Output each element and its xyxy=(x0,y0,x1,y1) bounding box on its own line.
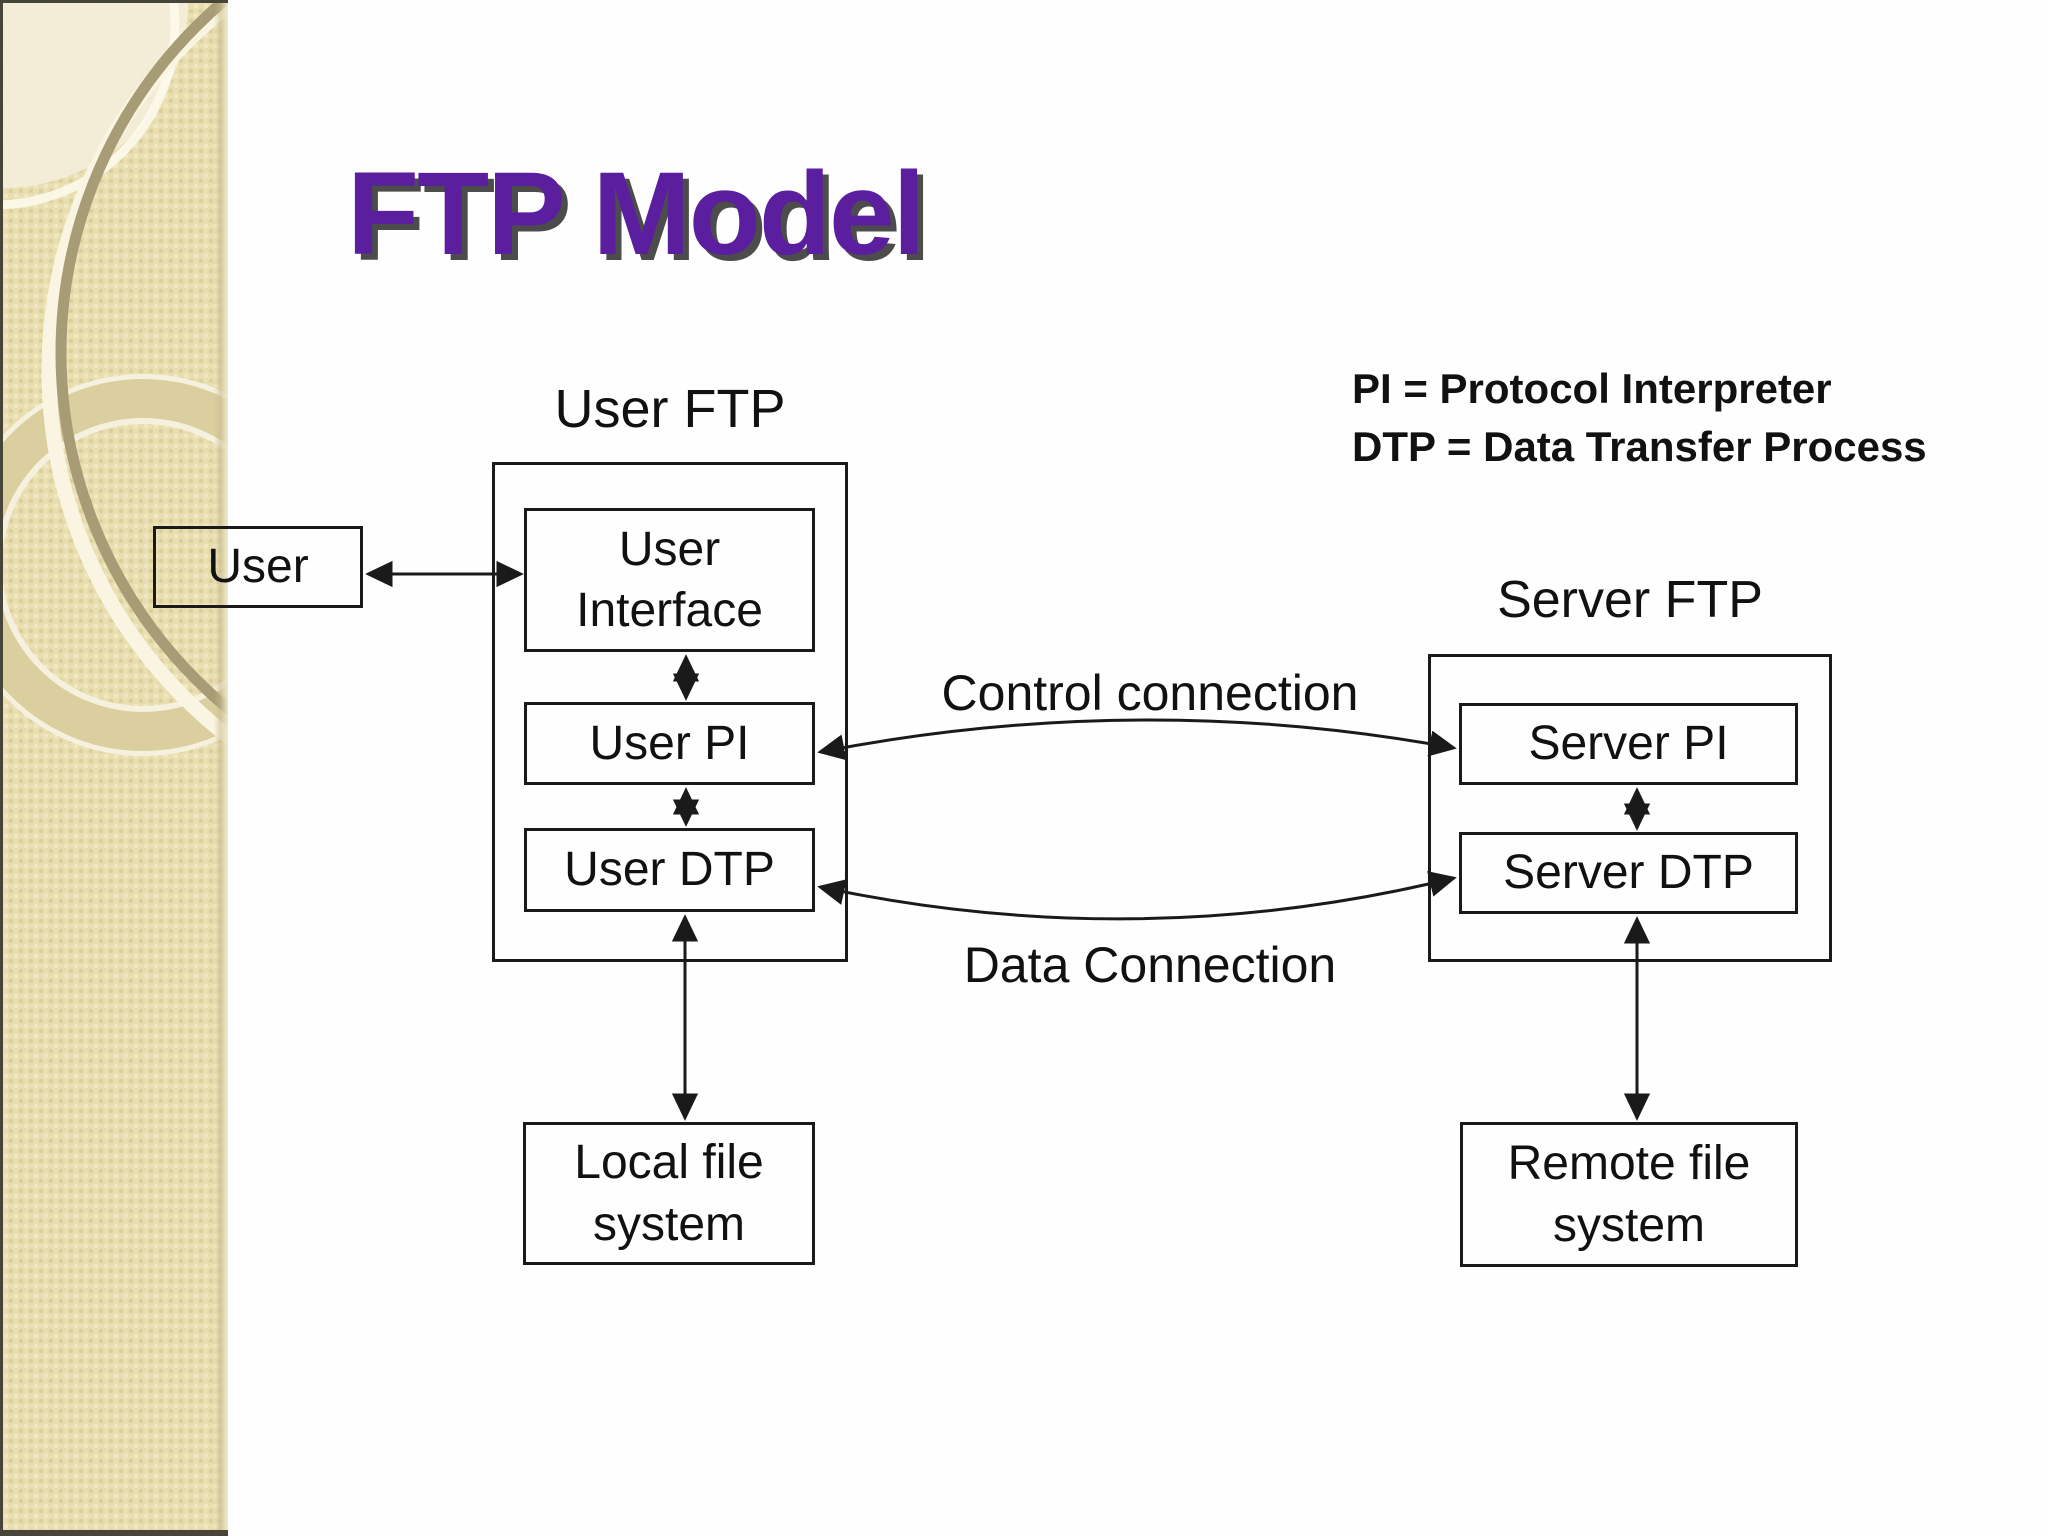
server-dtp-box: Server DTP xyxy=(1459,832,1798,914)
user-ftp-label: User FTP xyxy=(554,379,786,439)
user-pi-box: User PI xyxy=(524,702,815,785)
legend-line-pi: PI = Protocol Interpreter xyxy=(1352,365,1832,412)
sidebar-rings-graphic xyxy=(3,3,228,756)
user-interface-box: User Interface xyxy=(524,508,815,652)
control-connection-arrow xyxy=(817,718,1457,761)
lower-ring-outer-edge xyxy=(3,374,228,756)
server-ftp-container xyxy=(1428,654,1832,962)
lower-ring xyxy=(3,379,228,751)
sidebar-right-edge xyxy=(214,3,228,1530)
lower-ring-inner-edge xyxy=(3,418,228,712)
corner-light-circle xyxy=(3,3,188,188)
legend-line-dtp: DTP = Data Transfer Process xyxy=(1352,423,1927,470)
remote-file-system-box: Remote file system xyxy=(1460,1122,1798,1267)
page-title: FTP Model xyxy=(347,148,925,280)
control-connection-label: Control connection xyxy=(941,665,1359,721)
data-connection-arrow xyxy=(817,871,1457,921)
local-file-system-box: Local file system xyxy=(523,1122,815,1265)
user-ftp-container xyxy=(492,462,848,962)
legend: PI = Protocol Interpreter DTP = Data Tra… xyxy=(1352,360,1927,476)
user-dtp-box: User DTP xyxy=(524,828,815,912)
corner-circle-highlight xyxy=(3,3,180,210)
sweep-ring-highlight xyxy=(41,3,228,746)
data-connection-label: Data Connection xyxy=(963,937,1337,993)
sidebar-decoration xyxy=(0,0,228,1536)
user-box: User xyxy=(153,526,363,608)
server-ftp-label: Server FTP xyxy=(1497,571,1763,629)
sweep-ring-dark xyxy=(55,3,228,716)
server-pi-box: Server PI xyxy=(1459,703,1798,785)
